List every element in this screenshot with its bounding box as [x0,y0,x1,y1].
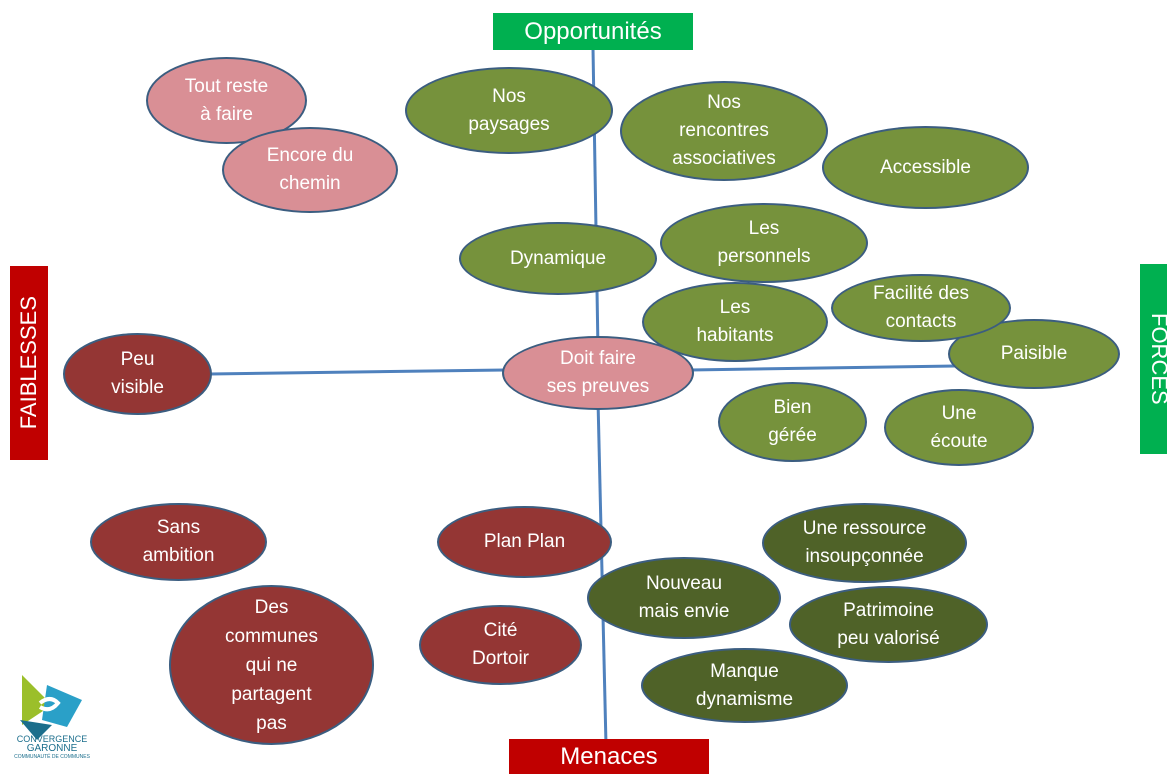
faiblesses-text: FAIBLESSES [16,296,41,430]
bubble-manque: Manque dynamisme [641,648,848,723]
bubble-encore-chemin: Encore du chemin [222,127,398,213]
horizontal-axis-left [209,368,506,376]
bubble-plan-plan: Plan Plan [437,506,612,578]
bubble-doit-faire: Doit faire ses preuves [502,336,694,410]
forces-label: FORCES [1140,264,1167,454]
bubble-accessible: Accessible [822,126,1029,209]
opportunites-label: Opportunités [493,13,693,50]
bubble-dynamique: Dynamique [459,222,657,295]
vertical-axis-lower [596,399,608,746]
logo-text-line1: CONVERGENCE [16,734,88,744]
bubble-nos-rencontres: Nos rencontres associatives [620,81,828,181]
horizontal-axis-right [689,364,956,372]
bubble-une-ecoute: Une écoute [884,389,1034,466]
bubble-les-habitants: Les habitants [642,282,828,362]
faiblesses-label: FAIBLESSES [10,266,48,460]
bubble-les-personnels: Les personnels [660,203,868,283]
bubble-peu-visible: Peu visible [63,333,212,415]
logo-text-line2: GARONNE [26,743,78,754]
bubble-des-communes: Des communes qui ne partagent pas [169,585,374,745]
bubble-cite-dortoir: Cité Dortoir [419,605,582,685]
bubble-patrimoine: Patrimoine peu valorisé [789,586,988,663]
forces-text: FORCES [1147,313,1167,405]
menaces-label: Menaces [509,739,709,774]
bubble-bien-geree: Bien gérée [718,382,867,462]
bubble-tout-reste: Tout reste à faire [146,57,307,144]
bubble-une-ressource: Une ressource insoupçonnée [762,503,967,583]
bubble-sans-ambition: Sans ambition [90,503,267,581]
bubble-facilite: Facilité des contacts [831,274,1011,342]
logo-text-line3: COMMUNAUTÉ DE COMMUNES [14,754,90,760]
bubble-nouveau: Nouveau mais envie [587,557,781,639]
bubble-nos-paysages: Nos paysages [405,67,613,154]
convergence-garonne-logo [20,675,82,740]
